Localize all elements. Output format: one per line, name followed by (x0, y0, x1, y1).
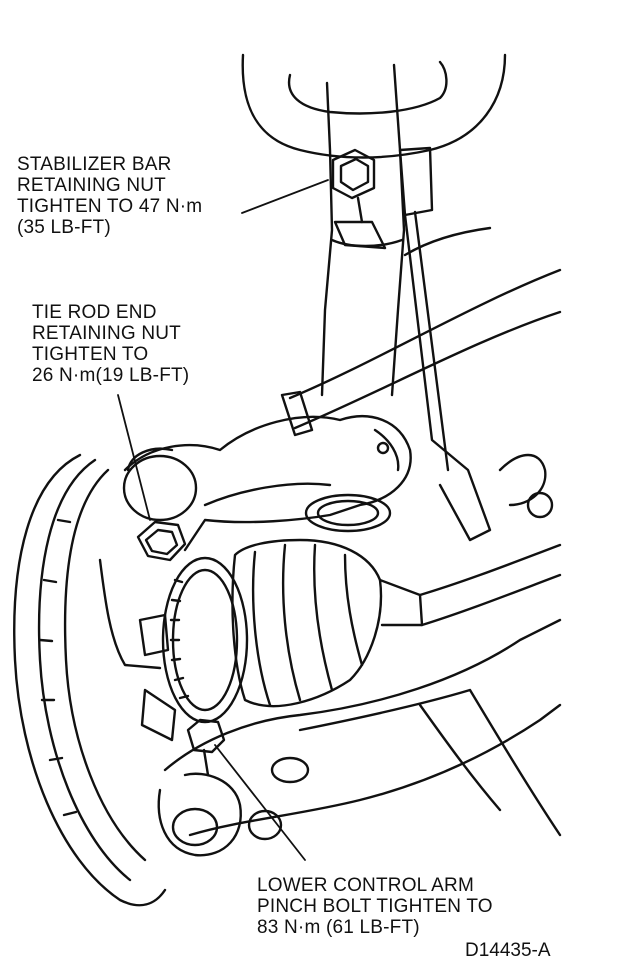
hub-tone-ring (98, 556, 249, 724)
strut-spring-seat (241, 53, 507, 159)
callout-line: TIGHTEN TO 47 N·m (17, 196, 203, 217)
tie-rod-nut (136, 520, 187, 562)
leader-lines (117, 179, 329, 861)
drive-shaft (418, 453, 562, 627)
stabilizer-nut-callout: STABILIZER BAR RETAINING NUT TIGHTEN TO … (17, 154, 202, 238)
callout-line: TIE ROD END (32, 302, 157, 323)
cv-boot (231, 538, 424, 708)
steering-knuckle (123, 415, 412, 552)
tie-rod-end (122, 447, 198, 522)
ball-joint (157, 772, 242, 857)
tie-rod-nut-callout: TIE ROD END RETAINING NUT TIGHTEN TO 26 … (32, 302, 189, 386)
callout-line: STABILIZER BAR (17, 154, 172, 175)
callout-line: 26 N·m(19 LB-FT) (32, 365, 190, 386)
callout-line: RETAINING NUT (32, 323, 181, 344)
pinch-bolt (186, 718, 226, 777)
stabilizer-bar (280, 226, 562, 437)
callout-line: RETAINING NUT (17, 175, 166, 196)
stabilizer-nut (331, 148, 387, 250)
stabilizer-link (398, 146, 492, 542)
callout-line: PINCH BOLT TIGHTEN TO (257, 896, 493, 917)
brake-rotor (13, 453, 167, 907)
callout-line: (35 LB-FT) (17, 217, 111, 238)
callout-line: LOWER CONTROL ARM (257, 875, 474, 896)
callout-line: 83 N·m (61 LB-FT) (257, 917, 420, 938)
lower-control-arm (140, 618, 562, 841)
figure-id: D14435-A (465, 940, 551, 961)
pinch-bolt-callout: LOWER CONTROL ARM PINCH BOLT TIGHTEN TO … (257, 875, 493, 938)
callout-line: TIGHTEN TO (32, 344, 149, 365)
